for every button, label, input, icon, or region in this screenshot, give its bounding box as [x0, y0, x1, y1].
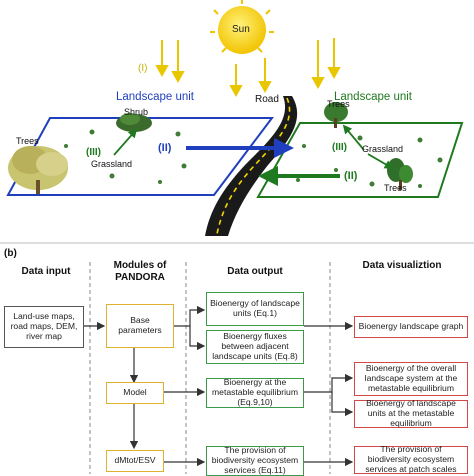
visual-overall-system-text: Bioenergy of the overall landscape syste… [364, 363, 458, 393]
input-box: Land-use maps, road maps, DEM, river map [4, 306, 84, 348]
output-bioenergy-fluxes: Bioenergy fluxes between adjacent landsc… [206, 330, 304, 364]
header-data-input: Data input [21, 266, 71, 277]
shrub-cluster [116, 113, 152, 132]
column-separators [89, 262, 331, 474]
flux-arrow-green-iii-right [342, 124, 365, 151]
grassland-right-label: Grassland [362, 144, 404, 154]
sun-label: Sun [232, 24, 250, 35]
output-biodiversity-services: The provision of biodiversity ecosystem … [206, 445, 304, 476]
visual-overall-system: Bioenergy of the overall landscape syste… [354, 362, 468, 396]
trees-left-label: Trees [16, 136, 39, 146]
label-iii-right: (III) [332, 142, 347, 153]
visual-patch-scales-text: The provision of biodiversity ecosystem … [365, 444, 457, 474]
header-modules: Modules of PANDORA [113, 260, 167, 283]
road-label: Road [255, 94, 279, 105]
label-iii-left: (III) [86, 147, 101, 158]
module-model: Model [106, 382, 164, 404]
flow-connectors [84, 305, 354, 467]
output-metastable-text: Bioenergy at the metastable equilibrium … [212, 377, 298, 407]
label-i: (I) [138, 63, 148, 74]
output-biodiversity-services-text: The provision of biodiversity ecosystem … [211, 445, 299, 475]
visual-units-metastable-text: Bioenergy of landscape units at the meta… [366, 398, 456, 428]
input-box-text: Land-use maps, road maps, DEM, river map [10, 311, 78, 341]
trees-right-bottom-label: Trees [384, 183, 407, 193]
visual-landscape-graph: Bioenergy landscape graph [354, 316, 468, 338]
output-metastable: Bioenergy at the metastable equilibrium … [206, 377, 304, 408]
visual-units-metastable: Bioenergy of landscape units at the meta… [354, 398, 468, 428]
module-dmtot-esv-text: dMtot/ESV [114, 455, 156, 466]
output-bioenergy-units-text: Bioenergy of landscape units (Eq.1) [210, 298, 300, 318]
shrub-label: Shrub [124, 107, 149, 117]
landscape-unit-left-label: Landscape unit [116, 91, 195, 103]
road-shape [205, 96, 298, 236]
solar-energy-arrows [155, 38, 341, 98]
sun-icon [218, 6, 266, 54]
grass-tufts [64, 129, 443, 188]
module-model-text: Model [123, 387, 147, 398]
trees-left-cluster [8, 146, 68, 194]
sun-rays [210, 0, 274, 53]
flux-arrow-green-iii-right2 [367, 153, 394, 169]
grassland-left-label: Grassland [91, 159, 133, 169]
label-ii-blue: (II) [158, 142, 172, 154]
module-dmtot-esv: dMtot/ESV [106, 450, 164, 472]
flux-arrow-green-iii-left [113, 128, 138, 156]
output-bioenergy-units: Bioenergy of landscape units (Eq.1) [206, 292, 304, 326]
panel-b-label: (b) [4, 248, 17, 259]
trees-right-top-label: Trees [327, 99, 350, 109]
output-bioenergy-fluxes-text: Bioenergy fluxes between adjacent landsc… [212, 331, 298, 361]
label-ii-green: (II) [344, 170, 358, 182]
header-visualization: Data visualiztion [362, 260, 442, 271]
trees-right-top-cluster [324, 102, 348, 128]
visual-landscape-graph-text: Bioenergy landscape graph [358, 321, 464, 332]
header-data-output: Data output [227, 266, 283, 277]
module-base-parameters: Base parameters [106, 304, 174, 348]
visual-patch-scales: The provision of biodiversity ecosystem … [354, 444, 468, 474]
road-center-line [216, 97, 291, 235]
landscape-unit-right-label: Landscape unit [334, 91, 413, 103]
module-base-parameters-text: Base parameters [118, 315, 162, 335]
